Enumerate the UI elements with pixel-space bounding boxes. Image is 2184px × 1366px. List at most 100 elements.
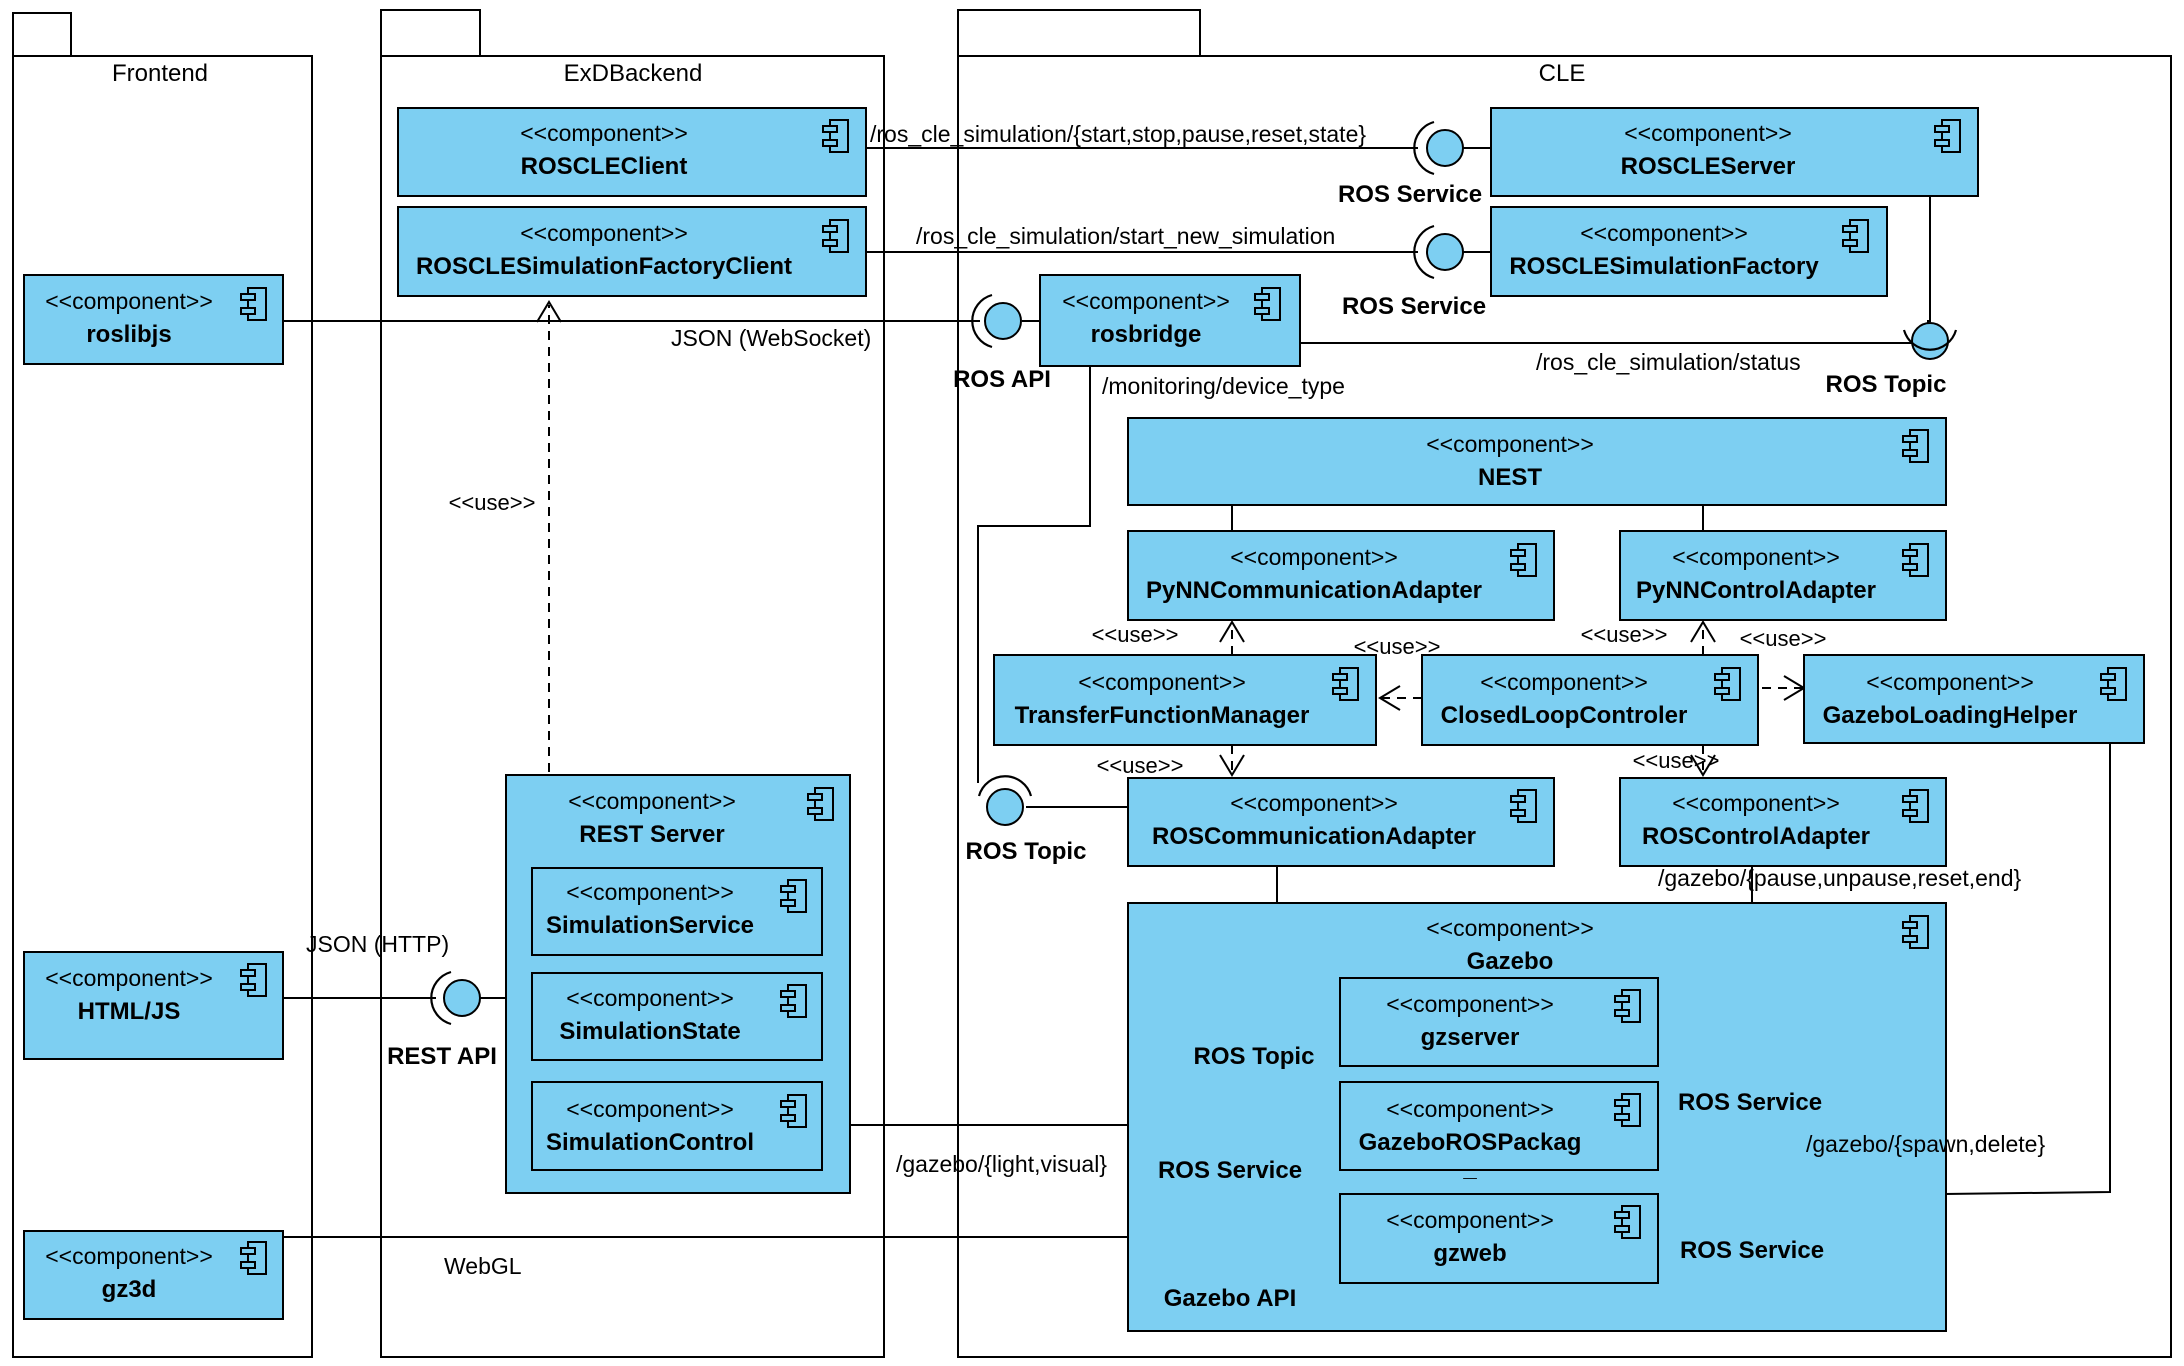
component-name: roslibjs (86, 321, 171, 348)
component-name: gz3d (102, 1276, 157, 1303)
stereotype-label: <<component>> (45, 1243, 213, 1269)
component-rosbridge[interactable]: <<component>> rosbridge (1039, 274, 1301, 367)
edge-label-gazebo-pause: /gazebo/{pause,unpause,reset,end} (1658, 865, 2022, 891)
component-name: TransferFunctionManager (1015, 702, 1310, 729)
stereotype-label: <<component>> (1866, 669, 2034, 695)
package-frontend-label: Frontend (112, 60, 208, 87)
ros-service-label: ROS Service (1678, 1089, 1822, 1116)
edge-labels: /ros_cle_simulation/{start,stop,pause,re… (306, 121, 2045, 1279)
component-simulationcontrol[interactable]: <<component>> SimulationControl (531, 1081, 823, 1171)
component-name: NEST (1478, 464, 1542, 491)
component-name: ClosedLoopControler (1441, 702, 1688, 729)
stereotype-label: <<component>> (520, 120, 688, 146)
component-name: HTML/JS (78, 998, 181, 1025)
component-gazeboloadinghelper[interactable]: <<component>> GazeboLoadingHelper (1803, 654, 2145, 744)
rest-api-label: REST API (387, 1043, 497, 1070)
component-name: ROSCLESimulationFactoryClient (416, 253, 792, 280)
component-name: SimulationState (559, 1018, 740, 1045)
edge-label-json-http: JSON (HTTP) (306, 931, 449, 957)
component-name: ROSCLEServer (1621, 153, 1796, 180)
required-interface-socket (1413, 120, 1435, 176)
stereotype-label: <<component>> (1386, 1207, 1554, 1233)
stereotype-label: <<component>> (45, 288, 213, 314)
stereotype-label: <<component>> (1386, 991, 1554, 1017)
component-gzserver[interactable]: <<component>> gzserver (1339, 977, 1659, 1067)
edge-label-simulation-status: /ros_cle_simulation/status (1536, 349, 1801, 375)
component-name: PyNNControlAdapter (1636, 577, 1876, 604)
stereotype-label: <<component>> (1672, 544, 1840, 570)
stereotype-label: <<component>> (566, 985, 734, 1011)
use-label: <<use>> (1740, 626, 1827, 651)
stereotype-label: <<component>> (1062, 288, 1230, 314)
stereotype-label: <<component>> (1480, 669, 1648, 695)
ros-topic-label: ROS Topic (966, 838, 1087, 865)
component-htmljs[interactable]: <<component>> HTML/JS (23, 951, 284, 1060)
component-closedloopcontroler[interactable]: <<component>> ClosedLoopControler (1421, 654, 1759, 746)
component-gzweb[interactable]: <<component>> gzweb (1339, 1193, 1659, 1284)
stereotype-label: <<component>> (1078, 669, 1246, 695)
component-roscommadapter[interactable]: <<component>> ROSCommunicationAdapter (1127, 777, 1555, 867)
ros-service-label: ROS Service (1680, 1237, 1824, 1264)
component-name: gzweb (1433, 1240, 1506, 1267)
use-label: <<use>> (1633, 748, 1720, 773)
ros-topic-label: ROS Topic (1194, 1043, 1315, 1070)
component-rosclesimfactory[interactable]: <<component>> ROSCLESimulationFactory (1490, 206, 1888, 297)
component-nest[interactable]: <<component>> NEST (1127, 417, 1947, 506)
interface-labels: ROS Service ROS Service ROS API ROS Topi… (387, 181, 1946, 1312)
ros-topic-label: ROS Topic (1826, 371, 1947, 398)
package-frontend: Frontend (12, 12, 313, 1358)
component-name: SimulationService (546, 912, 754, 939)
component-name: rosbridge (1091, 321, 1202, 348)
stereotype-label: <<component>> (520, 220, 688, 246)
component-name: SimulationControl (546, 1129, 754, 1156)
edge-label-json-websocket: JSON (WebSocket) (671, 325, 871, 351)
edge-label-simulation-commands: /ros_cle_simulation/{start,stop,pause,re… (870, 121, 1366, 147)
edge-label-gazebo-light-visual: /gazebo/{light,visual} (896, 1151, 1107, 1177)
component-simulationservice[interactable]: <<component>> SimulationService (531, 867, 823, 956)
gazebo-api-label: Gazebo API (1164, 1285, 1296, 1312)
component-roslibjs[interactable]: <<component>> roslibjs (23, 274, 284, 365)
component-name: ROSCLEClient (521, 153, 688, 180)
stereotype-label: <<component>> (568, 788, 736, 814)
component-name: PyNNCommunicationAdapter (1146, 577, 1482, 604)
use-label: <<use>> (1092, 622, 1179, 647)
provided-interface-ball (1426, 129, 1464, 167)
stereotype-label: <<component>> (1230, 790, 1398, 816)
stereotype-label: <<component>> (1230, 544, 1398, 570)
component-pynncontroladapter[interactable]: <<component>> PyNNControlAdapter (1619, 530, 1947, 621)
component-name: Gazebo (1467, 948, 1554, 975)
component-roscontroladapter[interactable]: <<component>> ROSControlAdapter (1619, 777, 1947, 867)
stereotype-label: <<component>> (45, 965, 213, 991)
edge-label-gazebo-spawn-delete: /gazebo/{spawn,delete} (1806, 1131, 2045, 1157)
component-roscleclient[interactable]: <<component>> ROSCLEClient (397, 107, 867, 197)
use-label: <<use>> (1581, 622, 1668, 647)
stereotype-label: <<component>> (1426, 915, 1594, 941)
component-name: ROSCLESimulationFactory (1509, 253, 1819, 280)
package-cle-label: CLE (1539, 60, 1586, 87)
stereotype-label: <<component>> (1580, 220, 1748, 246)
ros-service-label: ROS Service (1342, 293, 1486, 320)
ros-api-label: ROS API (953, 366, 1051, 393)
use-label: <<use>> (1097, 753, 1184, 778)
edge-label-monitoring-device-type: /monitoring/device_type (1102, 373, 1345, 399)
component-simulationstate[interactable]: <<component>> SimulationState (531, 972, 823, 1061)
ros-service-label: ROS Service (1158, 1157, 1302, 1184)
stereotype-label: <<component>> (566, 1096, 734, 1122)
edge-label-webgl: WebGL (444, 1253, 522, 1279)
component-name-tail: _ (1462, 1155, 1477, 1182)
package-exdbackend-label: ExDBackend (564, 60, 703, 87)
component-gz3d[interactable]: <<component>> gz3d (23, 1230, 284, 1320)
use-label: <<use>> (1354, 634, 1441, 659)
component-transferfunctionmanager[interactable]: <<component>> TransferFunctionManager (993, 654, 1377, 746)
component-pynncommadapter[interactable]: <<component>> PyNNCommunicationAdapter (1127, 530, 1555, 621)
component-rosclesimfactoryclient[interactable]: <<component>> ROSCLESimulationFactoryCli… (397, 206, 867, 297)
component-name: ROSCommunicationAdapter (1152, 823, 1476, 850)
component-roscleserver[interactable]: <<component>> ROSCLEServer (1490, 107, 1979, 197)
component-name: GazeboLoadingHelper (1823, 702, 2078, 729)
component-gazeborospackag[interactable]: <<component>> GazeboROSPackag _ (1339, 1081, 1659, 1182)
stereotype-label: <<component>> (1426, 431, 1594, 457)
stereotype-label: <<component>> (1672, 790, 1840, 816)
use-label: <<use>> (449, 490, 536, 515)
